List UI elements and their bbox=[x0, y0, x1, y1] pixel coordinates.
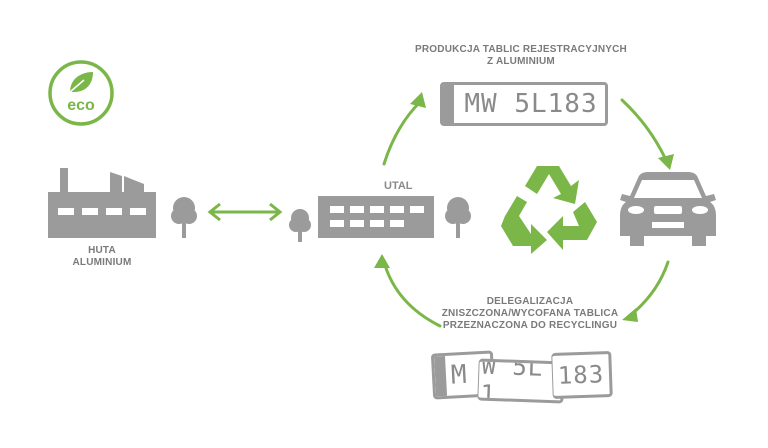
production-label: PRODUKCJA TABLIC REJESTRACYJNYCH Z ALUMI… bbox=[415, 44, 627, 67]
double-arrow-icon bbox=[207, 202, 283, 222]
plate-number: MW 5L183 bbox=[464, 89, 598, 119]
tree-icon bbox=[171, 197, 197, 238]
plate-eu-strip bbox=[443, 85, 454, 123]
utal-building-icon bbox=[318, 196, 434, 238]
tree-icon bbox=[445, 197, 471, 238]
smelter-label: HUTA ALUMINIUM bbox=[72, 245, 132, 268]
recycling-label: DELEGALIZACJA ZNISZCZONA/WYCOFANA TABLIC… bbox=[441, 296, 619, 331]
broken-plate-piece: 183 bbox=[551, 350, 613, 400]
eco-text: eco bbox=[67, 97, 95, 114]
car-icon bbox=[620, 172, 716, 246]
smelter-factory-icon bbox=[48, 168, 156, 238]
license-plate: MW 5L183 bbox=[440, 82, 608, 126]
recycle-icon bbox=[501, 166, 597, 254]
utal-name: UTAL bbox=[384, 180, 413, 192]
leaf-icon bbox=[69, 72, 93, 93]
tree-icon bbox=[289, 209, 311, 242]
eco-badge: eco bbox=[48, 60, 114, 126]
